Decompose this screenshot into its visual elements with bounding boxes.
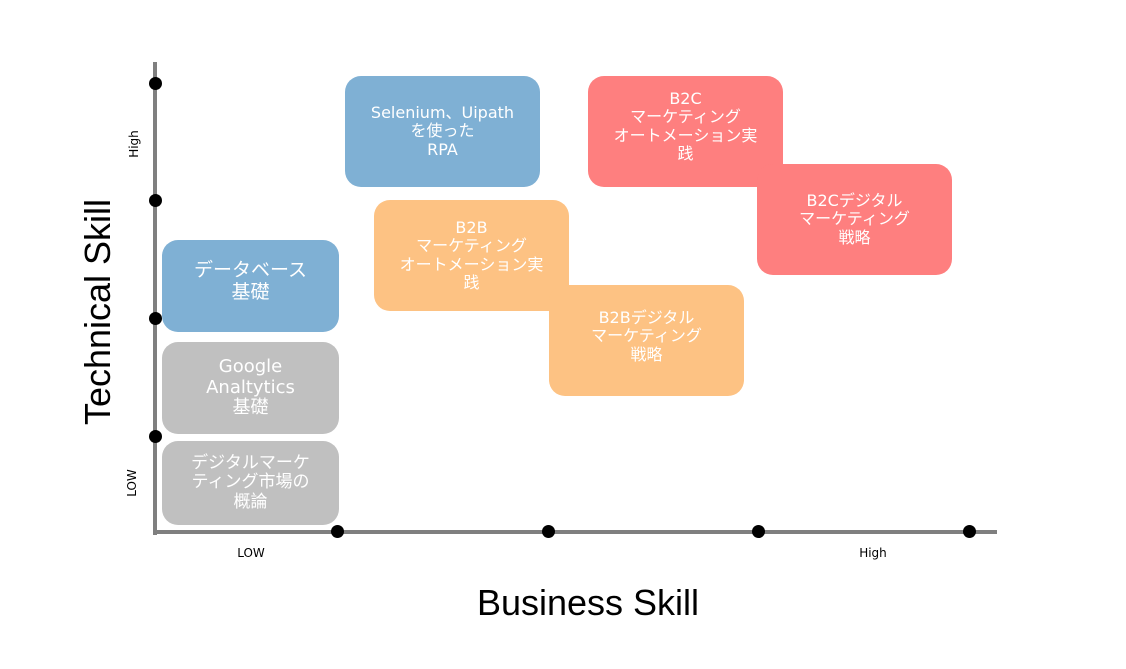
skill-box-b2b-ma: B2B マーケティング オートメーション実 践	[374, 200, 569, 311]
skill-box-b2b-strategy: B2Bデジタル マーケティング 戦略	[549, 285, 744, 396]
y-axis-dot	[149, 430, 162, 443]
y-axis-title: Technical Skill	[77, 198, 118, 426]
x-tick-low: LOW	[237, 546, 265, 560]
y-tick-low: LOW	[125, 469, 139, 497]
x-axis-dot	[752, 525, 765, 538]
x-axis-dot	[963, 525, 976, 538]
x-tick-high: High	[859, 546, 887, 560]
y-tick-high: High	[127, 130, 141, 158]
skill-box-database: データベース 基礎	[162, 240, 339, 332]
skill-box-selenium-rpa: Selenium、Uipath を使った RPA	[345, 76, 540, 187]
x-axis-dot	[542, 525, 555, 538]
y-axis-dot	[149, 312, 162, 325]
y-axis-dot	[149, 194, 162, 207]
skill-box-b2c-ma: B2C マーケティング オートメーション実 践	[588, 76, 783, 187]
skill-box-market-overview: デジタルマーケ ティング市場の 概論	[162, 441, 339, 525]
skill-box-b2c-strategy: B2Cデジタル マーケティング 戦略	[757, 164, 952, 275]
x-axis-line	[153, 530, 997, 534]
x-axis-title: Business Skill	[476, 582, 700, 623]
x-axis-dot	[331, 525, 344, 538]
y-axis-line	[153, 62, 157, 535]
skill-box-google-analytics: Google Analtytics 基礎	[162, 342, 339, 434]
y-axis-dot	[149, 77, 162, 90]
